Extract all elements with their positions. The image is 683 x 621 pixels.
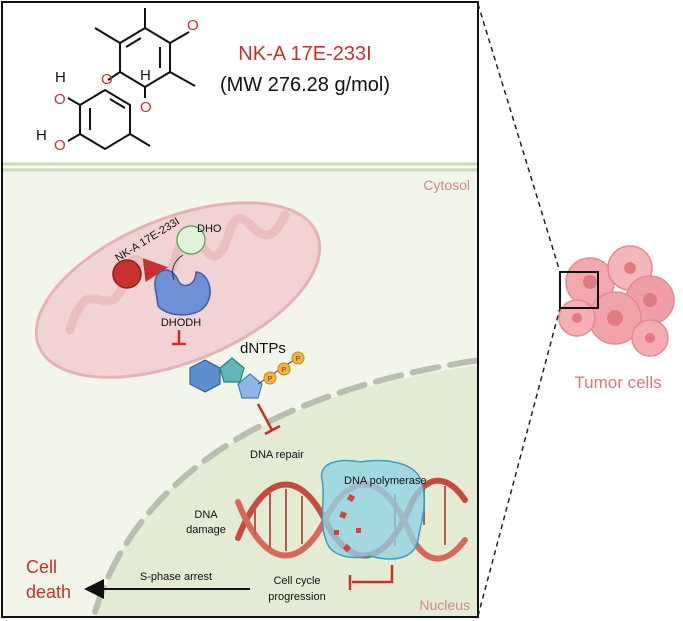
dho-label: DHO [197, 223, 222, 235]
dho-ball [176, 225, 206, 255]
atom-h-3: H [36, 127, 47, 144]
dntp-molecule [189, 355, 301, 399]
cell-death-label-2: death [26, 582, 71, 602]
atom-o-hydroxyl-bottom: O [54, 137, 66, 154]
dna-repair-label: DNA repair [250, 449, 304, 461]
tumor-cell-cluster [558, 245, 675, 357]
dna-damage-label-1: DNA [194, 509, 218, 521]
dhodh-label: DHODH [161, 317, 201, 329]
panel-border [1, 1, 479, 618]
inhibitor-ball [112, 259, 142, 289]
dna-polymerase [320, 459, 426, 560]
chemical-structure [67, 8, 196, 151]
inhibition-arrow [142, 258, 168, 283]
dna-damage-label-2: damage [186, 524, 226, 536]
phosphate-label-2: P [282, 367, 287, 374]
cell-death-label-1: Cell [26, 557, 57, 577]
dho-conversion-arrow [172, 254, 184, 281]
inhibit-bar-2-cap [264, 424, 281, 436]
compound-mw: (MW 276.28 g/mol) [220, 74, 390, 96]
phosphate-3 [291, 351, 305, 365]
cytosol-label: Cytosol [423, 177, 470, 193]
phosphate-label-1: P [268, 376, 273, 383]
phosphate-chain: P P P [263, 351, 305, 385]
phosphate-label-3: P [296, 356, 301, 363]
atom-h-2: H [140, 67, 151, 84]
dntps-label: dNTPs [240, 340, 286, 357]
inhibit-bar-2 [256, 403, 274, 431]
tumor-cells-label: Tumor cells [574, 373, 661, 392]
zoom-line-top [477, 3, 561, 273]
inhibit-bar-3 [352, 565, 394, 584]
cell-cycle-label-1: Cell cycle [273, 575, 320, 587]
dna-polymerase-label: DNA polymerase [344, 475, 427, 487]
zoom-line-bottom [477, 307, 561, 617]
phosphate-2 [277, 362, 291, 376]
atom-o-methoxy: O [187, 17, 199, 34]
zoom-box [559, 271, 599, 309]
phosphate-1 [263, 371, 277, 385]
atom-o-ether: O [101, 71, 113, 88]
compound-name: NK-A 17E-233I [238, 43, 371, 65]
cell-cycle-label-2: progression [268, 591, 325, 603]
main-panel: P P P [2, 2, 478, 617]
dhodh-enzyme [154, 269, 211, 316]
atom-o-hydroxyl-right: O [140, 99, 152, 116]
nucleus-label: Nucleus [419, 597, 470, 613]
atom-h-1: H [55, 69, 66, 86]
atom-o-hydroxyl-top: O [54, 91, 66, 108]
s-phase-label: S-phase arrest [140, 571, 212, 583]
nuclear-envelope [92, 357, 478, 615]
